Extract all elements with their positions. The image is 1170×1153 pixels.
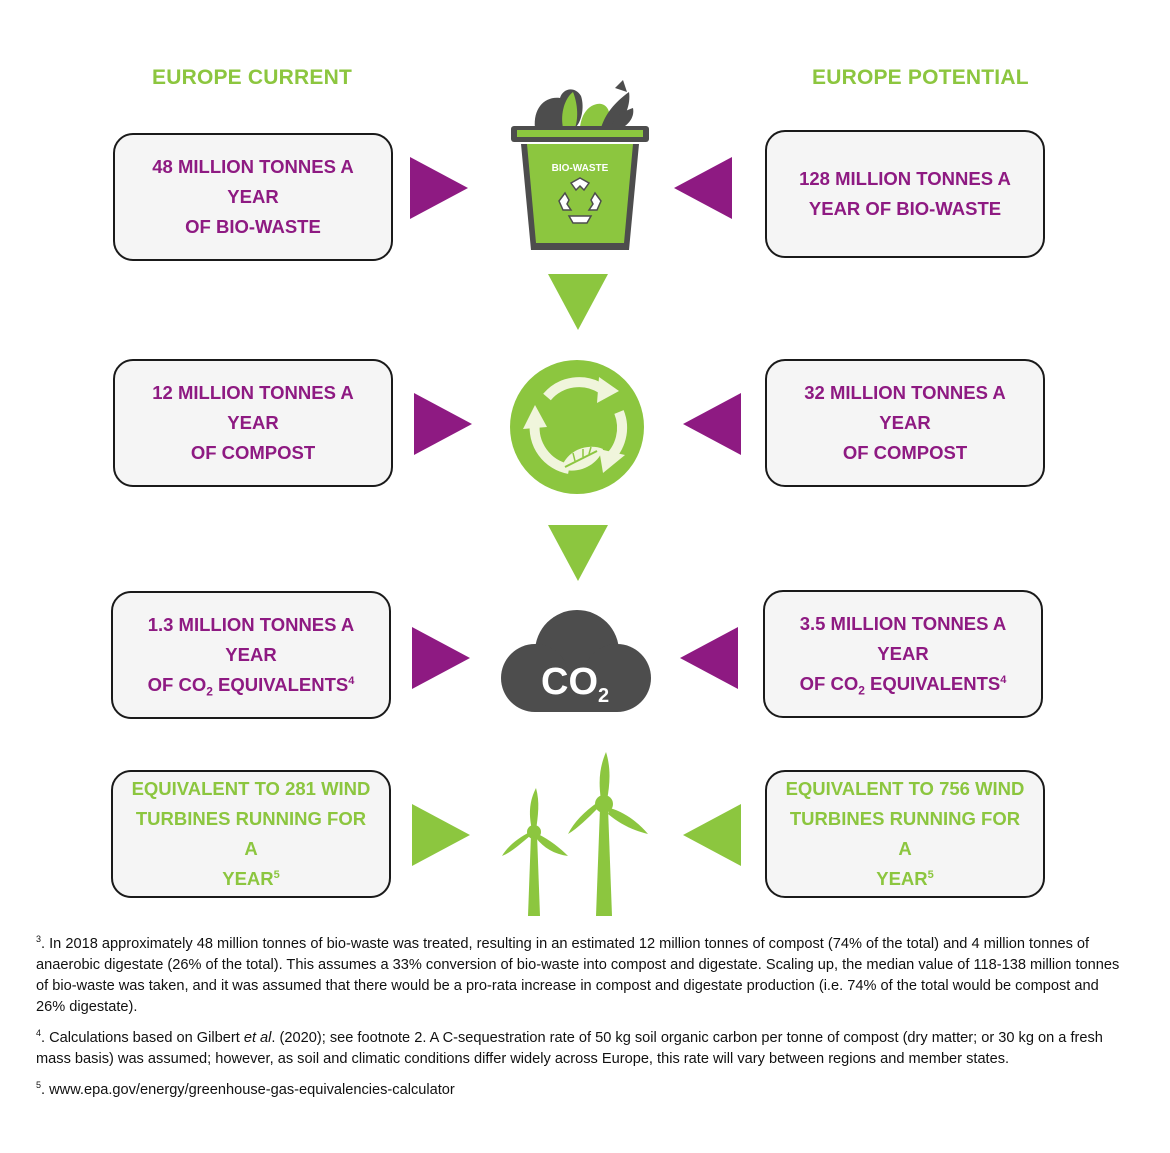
arrow-right-row4 [412, 804, 470, 866]
arrow-down-1 [548, 274, 608, 330]
arrow-right-row2 [414, 393, 472, 455]
footnotes: 3. In 2018 approximately 48 million tonn… [36, 934, 1126, 1111]
footnote-5: 5. www.epa.gov/energy/greenhouse-gas-equ… [36, 1080, 455, 1098]
arrow-left-row4 [683, 804, 741, 866]
heading-europe-potential: EUROPE POTENTIAL [812, 66, 1029, 89]
footnote-4: 4. Calculations based on Gilbert et al. … [36, 1028, 1103, 1067]
arrow-left-row2 [683, 393, 741, 455]
compost-cycle-icon [510, 360, 644, 494]
arrow-down-2 [548, 525, 608, 581]
arrow-left-row1 [674, 157, 732, 219]
footnote-3: 3. In 2018 approximately 48 million tonn… [36, 934, 1120, 1015]
heading-europe-current: EUROPE CURRENT [152, 66, 352, 89]
bio-waste-bin-icon: BIO-WASTE [511, 80, 649, 250]
arrow-right-row3 [412, 627, 470, 689]
arrow-left-row3 [680, 627, 738, 689]
wind-turbines-icon [502, 752, 648, 916]
co2-label: CO2 [541, 661, 609, 707]
bin-label: BIO-WASTE [552, 163, 609, 174]
co2-cloud-icon: CO2 [501, 610, 651, 712]
arrow-right-row1 [410, 157, 468, 219]
